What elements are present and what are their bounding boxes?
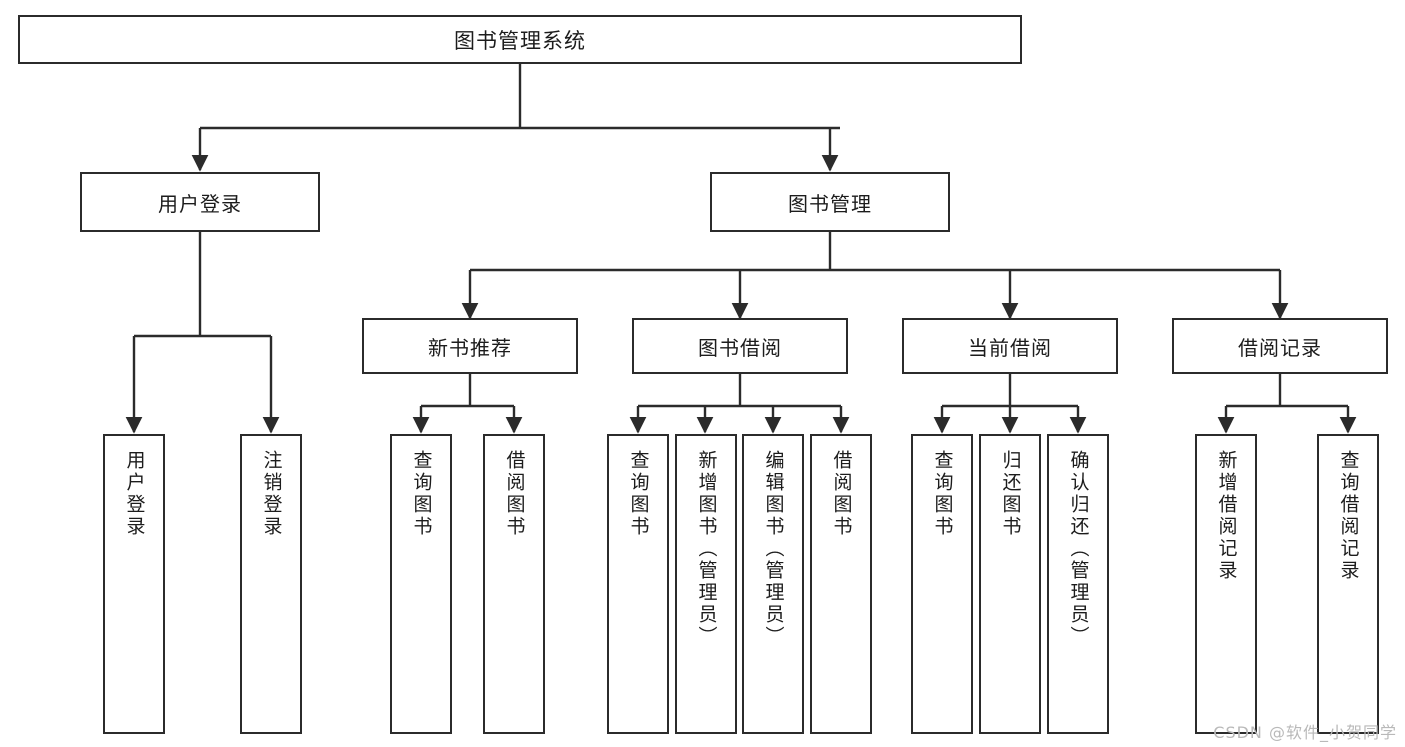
node-label: 新书推荐 bbox=[428, 335, 512, 360]
node-label: 图书管理 bbox=[788, 191, 872, 216]
node-label: 查询借阅记录 bbox=[1337, 450, 1360, 582]
leaf-borrow-borrow-book[interactable]: 借阅图书 bbox=[810, 434, 872, 734]
node-label: 新增借阅记录 bbox=[1215, 450, 1238, 582]
node-label: 借阅记录 bbox=[1238, 335, 1322, 360]
node-label: 注销登录 bbox=[260, 450, 283, 538]
node-label: 用户登录 bbox=[158, 191, 242, 216]
node-label: 归还图书 bbox=[999, 450, 1022, 538]
node-label: 图书借阅 bbox=[698, 335, 782, 360]
node-label: 借阅图书 bbox=[503, 450, 526, 538]
node-new-book-recommend[interactable]: 新书推荐 bbox=[362, 318, 578, 374]
node-book-management[interactable]: 图书管理 bbox=[710, 172, 950, 232]
node-label: 查询图书 bbox=[410, 450, 433, 538]
node-book-borrow[interactable]: 图书借阅 bbox=[632, 318, 848, 374]
node-label: 新增图书（管理员） bbox=[695, 450, 718, 648]
leaf-recommend-borrow-book[interactable]: 借阅图书 bbox=[483, 434, 545, 734]
node-label: 查询图书 bbox=[627, 450, 650, 538]
leaf-user-login-signout[interactable]: 注销登录 bbox=[240, 434, 302, 734]
node-label: 编辑图书（管理员） bbox=[762, 450, 785, 648]
node-label: 当前借阅 bbox=[968, 335, 1052, 360]
node-root-system[interactable]: 图书管理系统 bbox=[18, 15, 1022, 64]
node-borrow-record[interactable]: 借阅记录 bbox=[1172, 318, 1388, 374]
leaf-record-add-record[interactable]: 新增借阅记录 bbox=[1195, 434, 1257, 734]
node-label: 查询图书 bbox=[931, 450, 954, 538]
leaf-borrow-query-book[interactable]: 查询图书 bbox=[607, 434, 669, 734]
node-label: 用户登录 bbox=[123, 450, 146, 538]
node-label: 确认归还（管理员） bbox=[1067, 450, 1090, 648]
leaf-current-query-book[interactable]: 查询图书 bbox=[911, 434, 973, 734]
csdn-watermark: CSDN @软件_小贺同学 bbox=[1213, 723, 1397, 742]
leaf-recommend-query-book[interactable]: 查询图书 bbox=[390, 434, 452, 734]
leaf-record-query-record[interactable]: 查询借阅记录 bbox=[1317, 434, 1379, 734]
leaf-current-return-book[interactable]: 归还图书 bbox=[979, 434, 1041, 734]
node-current-borrow[interactable]: 当前借阅 bbox=[902, 318, 1118, 374]
leaf-current-confirm-return-admin[interactable]: 确认归还（管理员） bbox=[1047, 434, 1109, 734]
leaf-user-login-signin[interactable]: 用户登录 bbox=[103, 434, 165, 734]
leaf-borrow-add-book-admin[interactable]: 新增图书（管理员） bbox=[675, 434, 737, 734]
leaf-borrow-edit-book-admin[interactable]: 编辑图书（管理员） bbox=[742, 434, 804, 734]
node-label: 图书管理系统 bbox=[454, 28, 586, 53]
node-user-login[interactable]: 用户登录 bbox=[80, 172, 320, 232]
node-label: 借阅图书 bbox=[830, 450, 853, 538]
